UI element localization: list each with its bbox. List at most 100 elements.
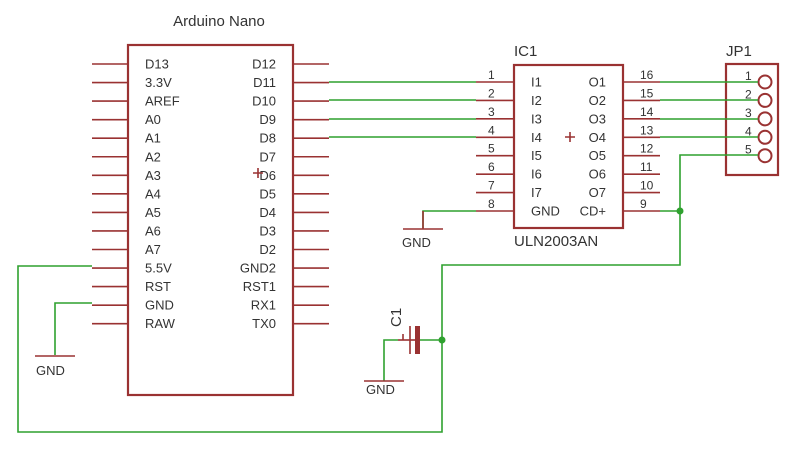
arduino-pin-label-a6: A6: [145, 223, 161, 238]
arduino-nano: Arduino Nano D13 3.3V AREF A0A1A2A3A4A5A6A7…: [92, 13, 329, 397]
jp1-pin-ring-2: [757, 92, 773, 108]
jp1-pin-ring-4: [757, 129, 773, 145]
ic1-pin-number-1: 1: [488, 68, 495, 82]
arduino-pin-label-a2: A2: [145, 149, 161, 164]
ic1-pin-label-o6: O6: [589, 167, 606, 182]
ic1-pin-label-i4: I4: [531, 130, 542, 145]
wire-arduino-gnd: [54, 302, 92, 355]
arduino-pin-label-d10: D10: [252, 94, 276, 109]
arduino-pin-label-rst1: RST1: [243, 279, 276, 294]
ic1-pin-label-o4: O4: [589, 130, 606, 145]
arduino-pin-label-raw: RAW: [145, 316, 176, 331]
jp1-name: JP1: [726, 43, 752, 60]
arduino-pin-label-d4: D4: [259, 205, 276, 220]
ground-ic: GND: [402, 210, 476, 250]
jp1-pin-number-1: 1: [745, 69, 752, 83]
ic1-pin-number-12: 12: [640, 142, 654, 156]
arduino-pin-label-a4: A4: [145, 186, 161, 201]
arduino-pin-label-a5: A5: [145, 205, 161, 220]
ic1-pin-label-i7: I7: [531, 185, 542, 200]
arduino-pin-label-a0: A0: [145, 112, 161, 127]
ic1-pin-number-9: 9: [640, 197, 647, 211]
arduino-pin-label-d6: D6: [259, 168, 276, 183]
ic1-pin-number-7: 7: [488, 179, 495, 193]
ground-arduino: GND: [35, 302, 92, 378]
arduino-pin-label-d11: D11: [253, 75, 276, 90]
ic1-pin-number-6: 6: [488, 160, 495, 174]
ic1-pin-number-2: 2: [488, 86, 495, 100]
arduino-pin-label-rst: RST: [145, 279, 171, 294]
jp1-pin-number-2: 2: [745, 87, 752, 101]
arduino-origin-mark: [253, 168, 263, 178]
ic1-pin-number-5: 5: [488, 142, 495, 156]
ic1-body: [512, 63, 625, 230]
ic1-pin-label-i2: I2: [531, 93, 542, 108]
jp1-pin-ring-5: [757, 148, 773, 164]
arduino-pin-label-d12: D12: [252, 57, 276, 72]
arduino-body: [126, 43, 295, 397]
jp1-pin-ring-1: [757, 74, 773, 90]
ic1-pin-label-o2: O2: [589, 93, 606, 108]
power-net: [17, 154, 758, 433]
ic1-pin-label-o3: O3: [589, 111, 606, 126]
c1-plate-right: [415, 326, 420, 354]
arduino-pin-label-3-3v: 3.3V: [145, 75, 172, 90]
arduino-pin-label-d2: D2: [259, 242, 276, 257]
arduino-pin-label-gnd: GND: [145, 298, 174, 313]
arduino-pin-label-d5: D5: [259, 186, 276, 201]
ic1-pin-label-i6: I6: [531, 167, 542, 182]
ic1-pin-number-14: 14: [640, 105, 654, 119]
ic1-pin-label-o1: O1: [589, 75, 606, 90]
ic1-pin-number-16: 16: [640, 68, 654, 82]
ic1-pin-number-13: 13: [640, 123, 654, 137]
arduino-pin-label-d3: D3: [259, 223, 276, 238]
ground-label-cap: GND: [366, 382, 395, 397]
ic1-pin-label-i3: I3: [531, 111, 542, 126]
ic1-pin-number-10: 10: [640, 179, 654, 193]
ic1-pin-label-o5: O5: [589, 148, 606, 163]
ic1-pin-label-o7: O7: [589, 185, 606, 200]
wire-5v-loop: [17, 211, 681, 433]
ic1-pin-number-8: 8: [488, 197, 495, 211]
ground-label-ic: GND: [402, 235, 431, 250]
wire-jp1-pin5: [679, 154, 758, 211]
ic1-pin-label-i1: I1: [531, 75, 542, 90]
ic1-pin-label-i5: I5: [531, 148, 542, 163]
ic1-pin-number-11: 11: [640, 160, 653, 174]
arduino-pin-label-a7: A7: [145, 242, 161, 257]
jp1-pin-number-4: 4: [745, 124, 752, 138]
jp1-pin-ring-3: [757, 111, 773, 127]
arduino-pin-label-a1: A1: [145, 131, 161, 146]
arduino-pin-label-a3: A3: [145, 168, 161, 183]
junction-c1: [438, 336, 446, 344]
junction-cd-plus: [676, 207, 684, 215]
ic1-pin-number-4: 4: [488, 123, 495, 137]
arduino-pin-label-5-5v: 5.5V: [145, 261, 172, 276]
jp1-pin-number-3: 3: [745, 106, 752, 120]
wire-c1-gnd: [383, 339, 398, 381]
ic1-pin-number-15: 15: [640, 86, 654, 100]
arduino-pin-label-d8: D8: [259, 131, 276, 146]
arduino-title: Arduino Nano: [173, 13, 265, 30]
ground-label-arduino: GND: [36, 363, 65, 378]
arduino-pin-label-tx0: TX0: [252, 316, 276, 331]
ic1-part: ULN2003AN: [514, 233, 598, 250]
ic1-pin-label-gnd: GND: [531, 204, 560, 219]
ic1-pin-number-3: 3: [488, 105, 495, 119]
capacitor-c1: C1 GND: [364, 308, 420, 397]
ic1-pin-label-cd: CD+: [580, 204, 606, 219]
arduino-pin-label-d9: D9: [259, 112, 276, 127]
arduino-pin-label-gnd2: GND2: [240, 261, 276, 276]
c1-name: C1: [388, 308, 405, 327]
arduino-pin-label-d13: D13: [145, 57, 169, 72]
ic1-origin-mark: [565, 132, 575, 142]
ic1-name: IC1: [514, 43, 537, 60]
arduino-pin-label-aref: AREF: [145, 94, 180, 109]
